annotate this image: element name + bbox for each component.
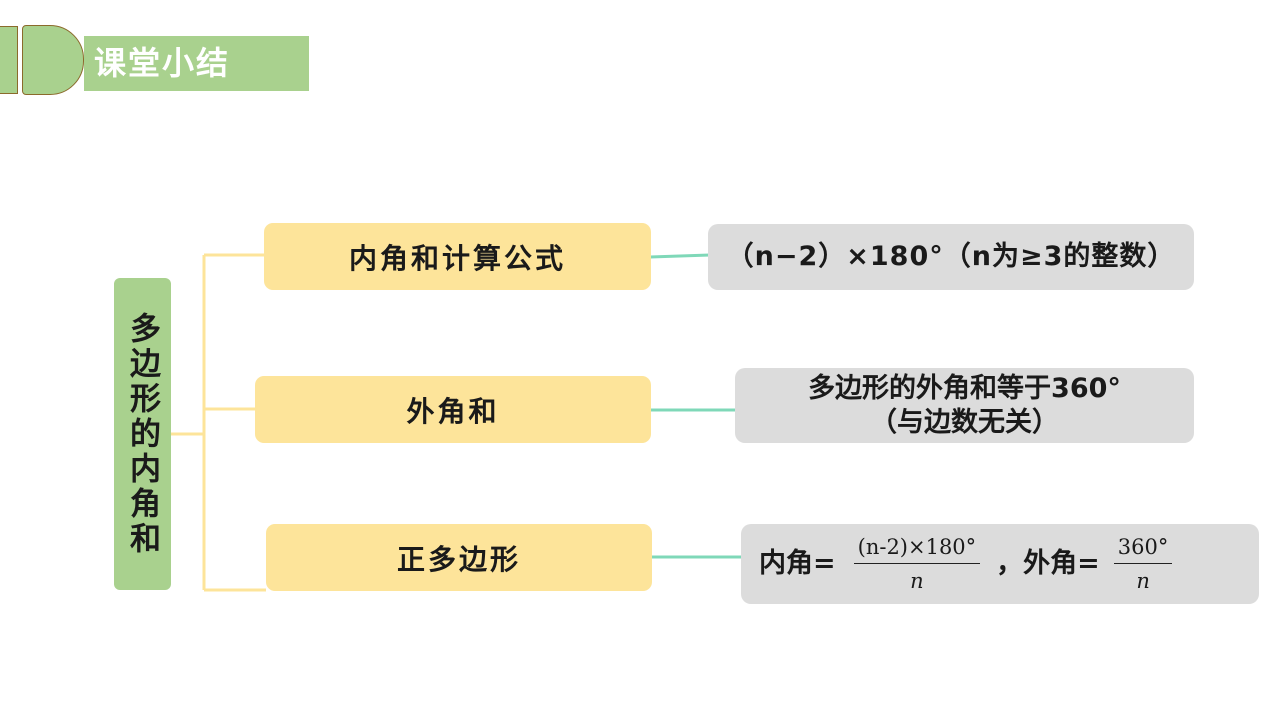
exterior-angle-fraction: 360° n bbox=[1113, 534, 1173, 594]
exterior-angle-label: ，外角= bbox=[996, 548, 1100, 580]
branch-regular-polygon: 正多边形 bbox=[266, 524, 652, 591]
leaf-connector-1 bbox=[649, 253, 711, 259]
branch-label: 内角和计算公式 bbox=[348, 241, 566, 275]
interior-angle-fraction: (n-2)×180° n bbox=[853, 534, 981, 594]
leaf-regular-polygon: 内角= (n-2)×180° n ，外角= 360° n bbox=[741, 524, 1259, 604]
root-label: 多边形的内角和 bbox=[124, 311, 160, 557]
section-title: 课堂小结 bbox=[84, 36, 309, 91]
fraction-numerator: (n-2)×180° bbox=[853, 534, 981, 564]
fraction-numerator: 360° bbox=[1113, 534, 1173, 564]
branch-label: 正多边形 bbox=[396, 542, 521, 576]
leaf-interior-formula: （n−2）×180°（n为≥3的整数） bbox=[708, 224, 1194, 290]
branch-interior-formula: 内角和计算公式 bbox=[264, 223, 651, 290]
leaf-text-line2: （与边数无关） bbox=[870, 406, 1059, 438]
interior-angle-label: 内角= bbox=[759, 548, 836, 580]
leaf-text: （n−2）×180°（n为≥3的整数） bbox=[726, 241, 1176, 273]
header-accent-bar bbox=[0, 26, 18, 94]
leaf-text-line1: 多边形的外角和等于360° bbox=[808, 372, 1121, 404]
leaf-exterior-sum: 多边形的外角和等于360° （与边数无关） bbox=[735, 368, 1194, 443]
root-node: 多边形的内角和 bbox=[114, 278, 171, 590]
branch-exterior-sum: 外角和 bbox=[255, 376, 651, 443]
branch-label: 外角和 bbox=[406, 394, 500, 428]
fraction-denominator: n bbox=[910, 568, 924, 593]
header-tab-shape bbox=[22, 25, 84, 95]
fraction-denominator: n bbox=[1136, 568, 1150, 593]
